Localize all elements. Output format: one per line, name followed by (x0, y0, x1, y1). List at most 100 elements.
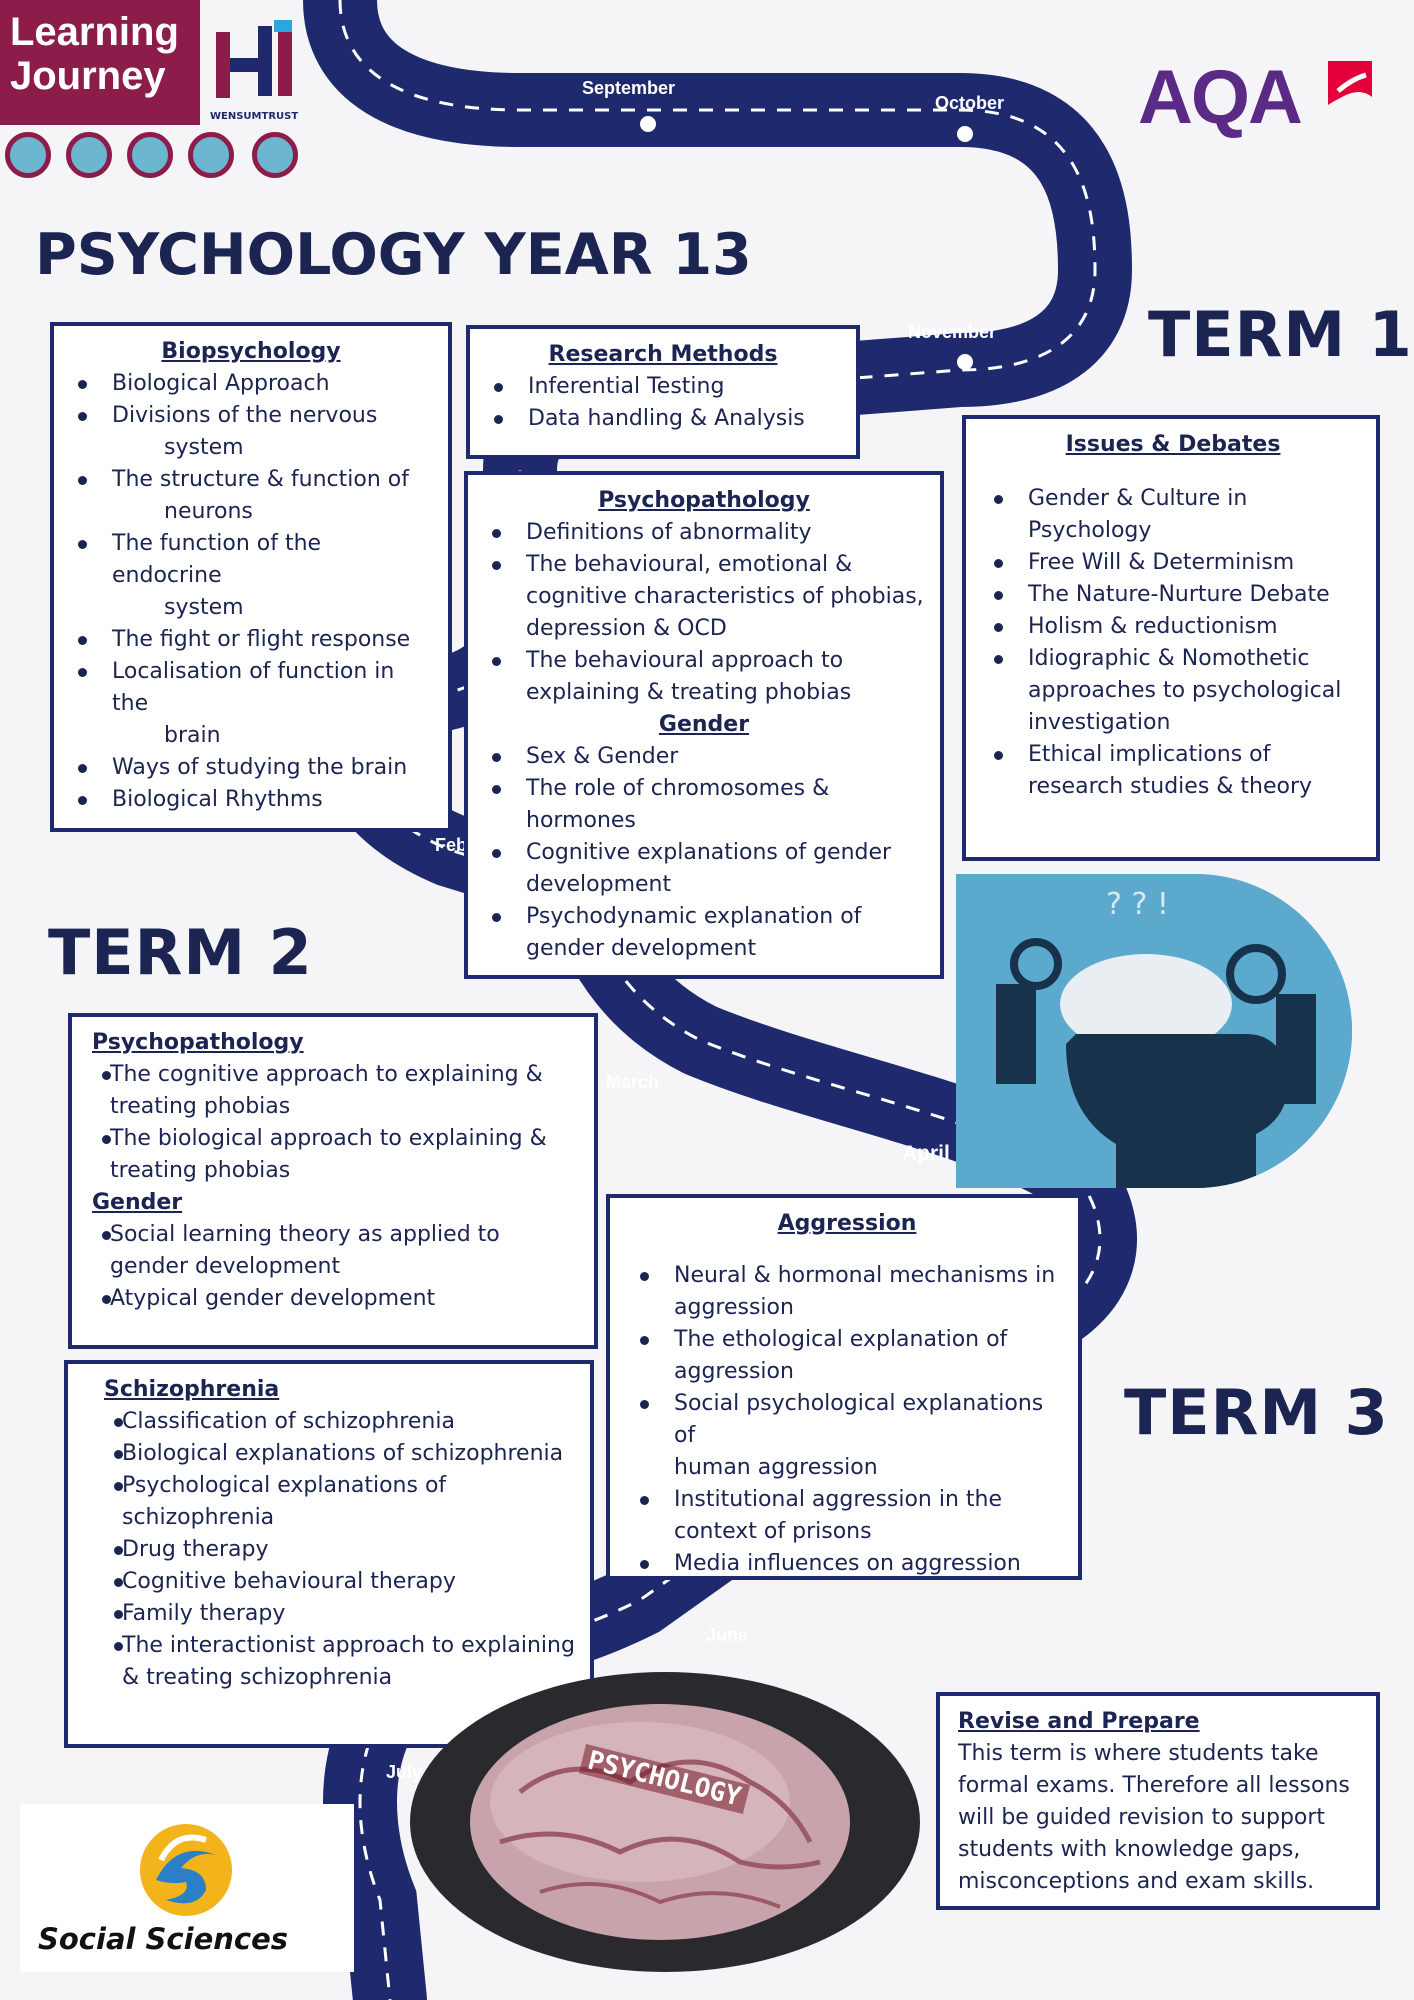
list-item: Drug therapy (104, 1534, 576, 1566)
aqa-mark-icon (1328, 61, 1372, 105)
detectives-brain-icon: ? ? ! (956, 874, 1352, 1188)
list-item: Free Will & Determinism (984, 547, 1362, 579)
biopsychology-box: Biopsychology Biological Approach Divisi… (50, 322, 452, 832)
learning-journey-text: Learning Journey (10, 10, 179, 98)
wensum-trust-logo: WENSUMTRUST (210, 10, 305, 122)
month-november: November (908, 322, 997, 342)
gender-heading: Gender (658, 712, 750, 737)
list-item: The role of chromosomes &hormones (482, 773, 926, 837)
aggression-heading: Aggression (777, 1211, 917, 1236)
inquisitive-icon (5, 132, 51, 178)
research-methods-heading: Research Methods (548, 342, 778, 367)
list-item: Classification of schizophrenia (104, 1406, 576, 1438)
issues-debates-heading: Issues & Debates (1065, 432, 1281, 457)
list-item: Biological Approach (68, 368, 434, 400)
list-item: Cognitive behavioural therapy (104, 1566, 576, 1598)
research-methods-list: Inferential Testing Data handling & Anal… (484, 371, 842, 435)
schizophrenia-box: Schizophrenia Classification of schizoph… (64, 1360, 594, 1748)
schizophrenia-heading: Schizophrenia (104, 1377, 280, 1402)
aggression-box: Aggression Neural & hormonal mechanisms … (606, 1194, 1082, 1580)
biopsychology-list: Biological Approach Divisions of the ner… (68, 368, 434, 816)
psychology-brain-image: PSYCHOLOGY (410, 1672, 920, 1972)
brain-icon (415, 1674, 915, 1970)
social-sciences-logo: Social Sciences (20, 1804, 354, 1972)
list-item: Ways of studying the brain (68, 752, 434, 784)
list-item: Holism & reductionism (984, 611, 1362, 643)
revise-line: students with knowledge gaps, (958, 1837, 1301, 1862)
list-item: Media influences on aggression (630, 1548, 1064, 1580)
psychopathology-term1-box: Psychopathology Definitions of abnormali… (464, 471, 944, 979)
list-item: Biological explanations of schizophrenia (104, 1438, 576, 1470)
psychopathology-heading: Psychopathology (598, 488, 810, 513)
svg-text:? ? !: ? ? ! (1106, 887, 1169, 922)
term-2-label: TERM 2 (48, 916, 313, 989)
persistent-icon (188, 132, 234, 178)
term-1-label: TERM 1 (1148, 298, 1413, 371)
department-name: Social Sciences (38, 1922, 288, 1956)
trust-name: WENSUMTRUST (210, 111, 299, 122)
list-item: The behavioural, emotional &cognitive ch… (482, 549, 926, 645)
collaborative-icon (127, 132, 173, 178)
learner-traits-strip (0, 128, 312, 190)
list-item: The cognitive approach to explaining &tr… (92, 1059, 580, 1123)
psychopathology-list: The cognitive approach to explaining &tr… (92, 1059, 580, 1187)
psychopathology-list: Definitions of abnormality The behaviour… (482, 517, 926, 709)
term-3-label: TERM 3 (1124, 1376, 1389, 1449)
month-march: March (606, 1072, 660, 1092)
month-june: June (706, 1625, 749, 1645)
research-methods-box: Research Methods Inferential Testing Dat… (466, 325, 860, 459)
social-sciences-emblem-icon (140, 1824, 232, 1916)
page-title: PSYCHOLOGY YEAR 13 (35, 222, 752, 288)
list-item: Sex & Gender (482, 741, 926, 773)
trust-emblem-icon (216, 20, 292, 98)
list-item: Biological Rhythms (68, 784, 434, 816)
month-april: April (902, 1142, 950, 1165)
month-july: July (386, 1762, 423, 1782)
aqa-text: AQA (1138, 55, 1303, 140)
revise-line: misconceptions and exam skills. (958, 1869, 1315, 1894)
month-february: Feb (435, 835, 468, 855)
revise-line: will be guided revision to support (958, 1805, 1326, 1830)
brain-investigation-illustration: ? ? ! (956, 874, 1352, 1188)
list-item: Family therapy (104, 1598, 576, 1630)
psychopathology-heading: Psychopathology (92, 1030, 304, 1055)
psychopathology-term2-box: Psychopathology The cognitive approach t… (68, 1013, 598, 1349)
list-item: The interactionist approach to explainin… (104, 1630, 576, 1694)
disciplined-icon (252, 132, 298, 178)
list-item: The biological approach to explaining &t… (92, 1123, 580, 1187)
list-item: Inferential Testing (484, 371, 842, 403)
gender-heading: Gender (92, 1190, 183, 1215)
list-item: Data handling & Analysis (484, 403, 842, 435)
revise-prepare-box: Revise and Prepare This term is where st… (936, 1692, 1380, 1910)
month-september: September (582, 78, 676, 98)
schizophrenia-list: Classification of schizophrenia Biologic… (104, 1406, 576, 1694)
list-item: The Nature-Nurture Debate (984, 579, 1362, 611)
imaginative-icon (66, 132, 112, 178)
learning-journey-logo: Learning Journey (0, 0, 200, 125)
revise-prepare-heading: Revise and Prepare (958, 1709, 1200, 1734)
biopsychology-heading: Biopsychology (161, 339, 341, 364)
list-item: Definitions of abnormality (482, 517, 926, 549)
gender-list: Sex & Gender The role of chromosomes &ho… (482, 741, 926, 965)
revise-line: formal exams. Therefore all lessons (958, 1773, 1350, 1798)
